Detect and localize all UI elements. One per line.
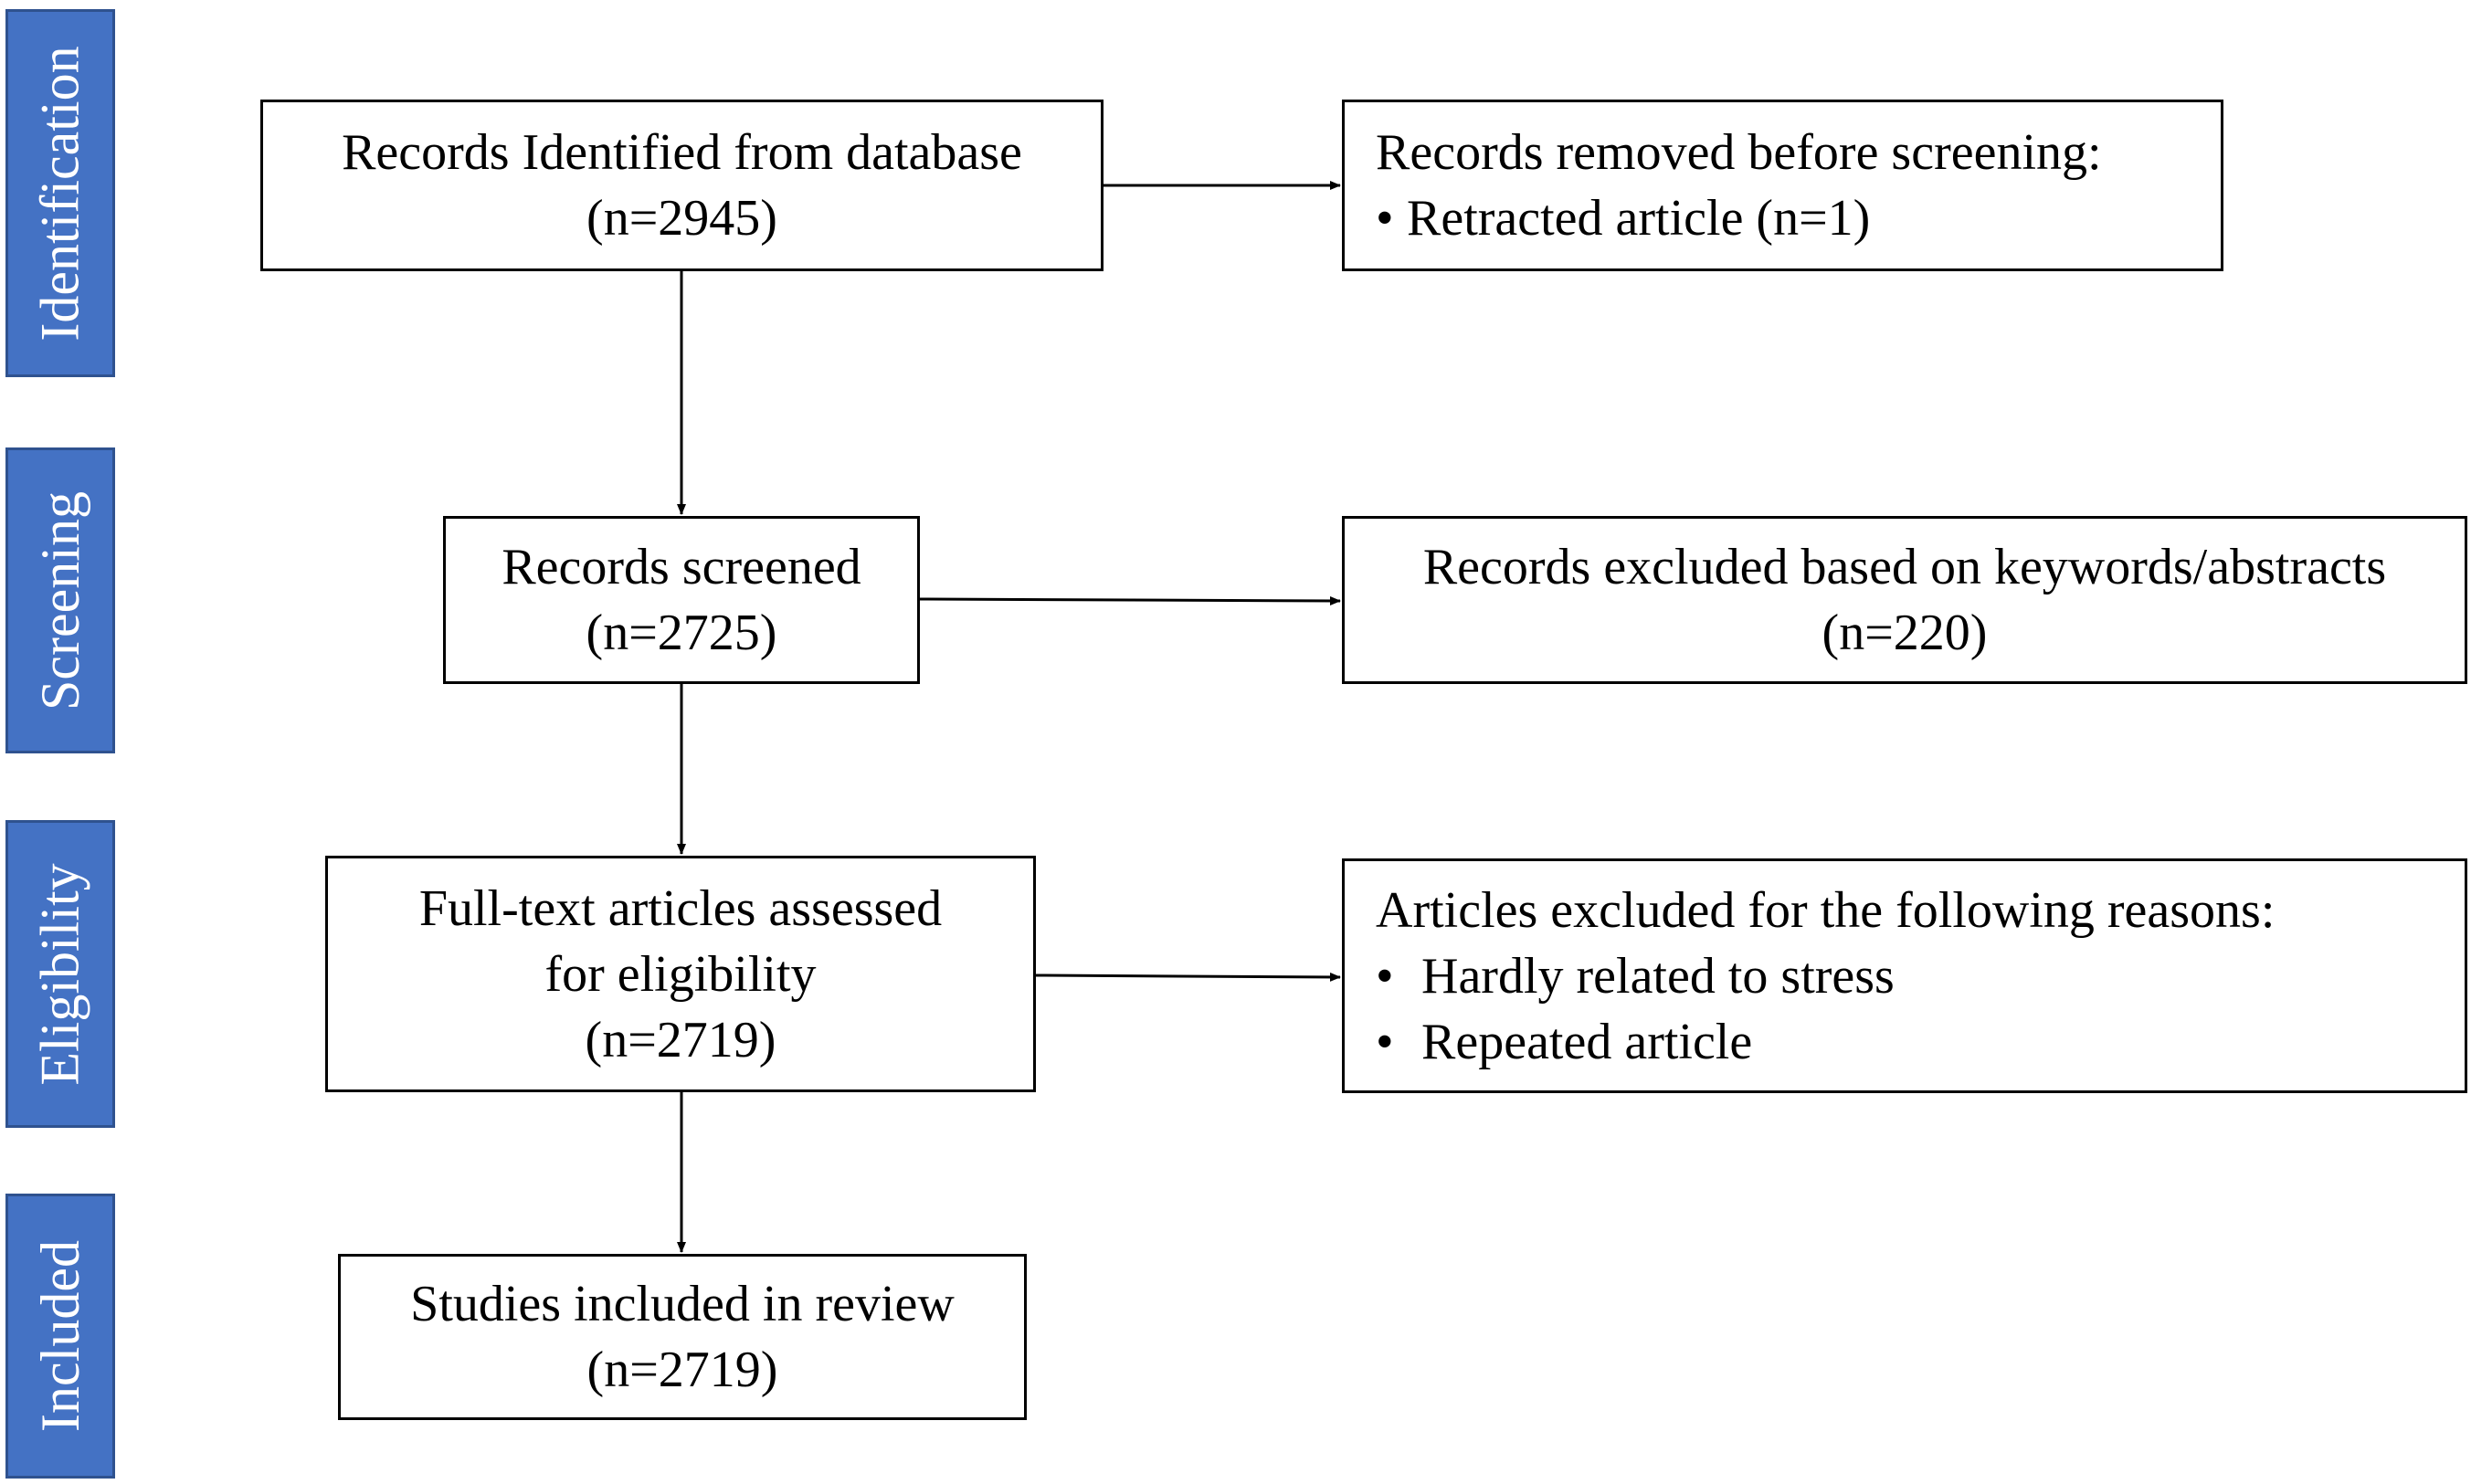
excluded-reason-text: Hardly related to stress	[1421, 947, 1895, 1005]
removed-title: Records removed before screening:	[1376, 124, 2102, 181]
stage-tab-screening: Screening	[5, 447, 115, 753]
arrow-screened-to-excluded	[919, 595, 1341, 605]
excluded-reason-item: • Repeated article	[1376, 1009, 2465, 1075]
fulltext-title-line2: for eligibility	[544, 945, 817, 1003]
excluded-keywords-count: (n=220)	[1822, 605, 1988, 661]
bullet-icon: •	[1376, 190, 1394, 247]
removed-item-text: Retracted article (n=1)	[1407, 190, 1871, 247]
fulltext-count: (n=2719)	[585, 1011, 776, 1068]
screened-box: Records screened (n=2725)	[443, 516, 920, 684]
fulltext-box: Full-text articles assessed for eligibil…	[325, 856, 1036, 1092]
included-title: Studies included in review	[410, 1276, 955, 1332]
screened-title: Records screened	[502, 539, 861, 595]
screened-count: (n=2725)	[586, 605, 777, 661]
identified-box: Records Identified from database (n=2945…	[260, 100, 1104, 271]
removed-box: Records removed before screening: • Retr…	[1342, 100, 2223, 271]
excluded-keywords-box: Records excluded based on keywords/abstr…	[1342, 516, 2467, 684]
bullet-icon: •	[1376, 947, 1394, 1005]
excluded-keywords-title: Records excluded based on keywords/abstr…	[1422, 539, 2387, 595]
identified-count: (n=2945)	[586, 190, 777, 247]
excluded-reasons-box: Articles excluded for the following reas…	[1342, 858, 2467, 1093]
stage-tab-identification: Identification	[5, 9, 115, 377]
bullet-icon: •	[1376, 1013, 1394, 1070]
stage-tab-eligibility: Eligibility	[5, 820, 115, 1128]
fulltext-title-line1: Full-text articles assessed	[418, 879, 943, 937]
excluded-reason-text: Repeated article	[1421, 1013, 1753, 1070]
excluded-reasons-title: Articles excluded for the following reas…	[1376, 881, 2276, 939]
excluded-reason-item: • Hardly related to stress	[1376, 943, 2465, 1009]
included-box: Studies included in review (n=2719)	[338, 1254, 1027, 1420]
included-count: (n=2719)	[586, 1342, 778, 1398]
removed-item: • Retracted article (n=1)	[1376, 185, 2221, 251]
stage-tab-included: Included	[5, 1194, 115, 1479]
arrow-fulltext-to-excluded	[1035, 972, 1341, 982]
identified-title: Records Identified from database	[342, 124, 1022, 181]
